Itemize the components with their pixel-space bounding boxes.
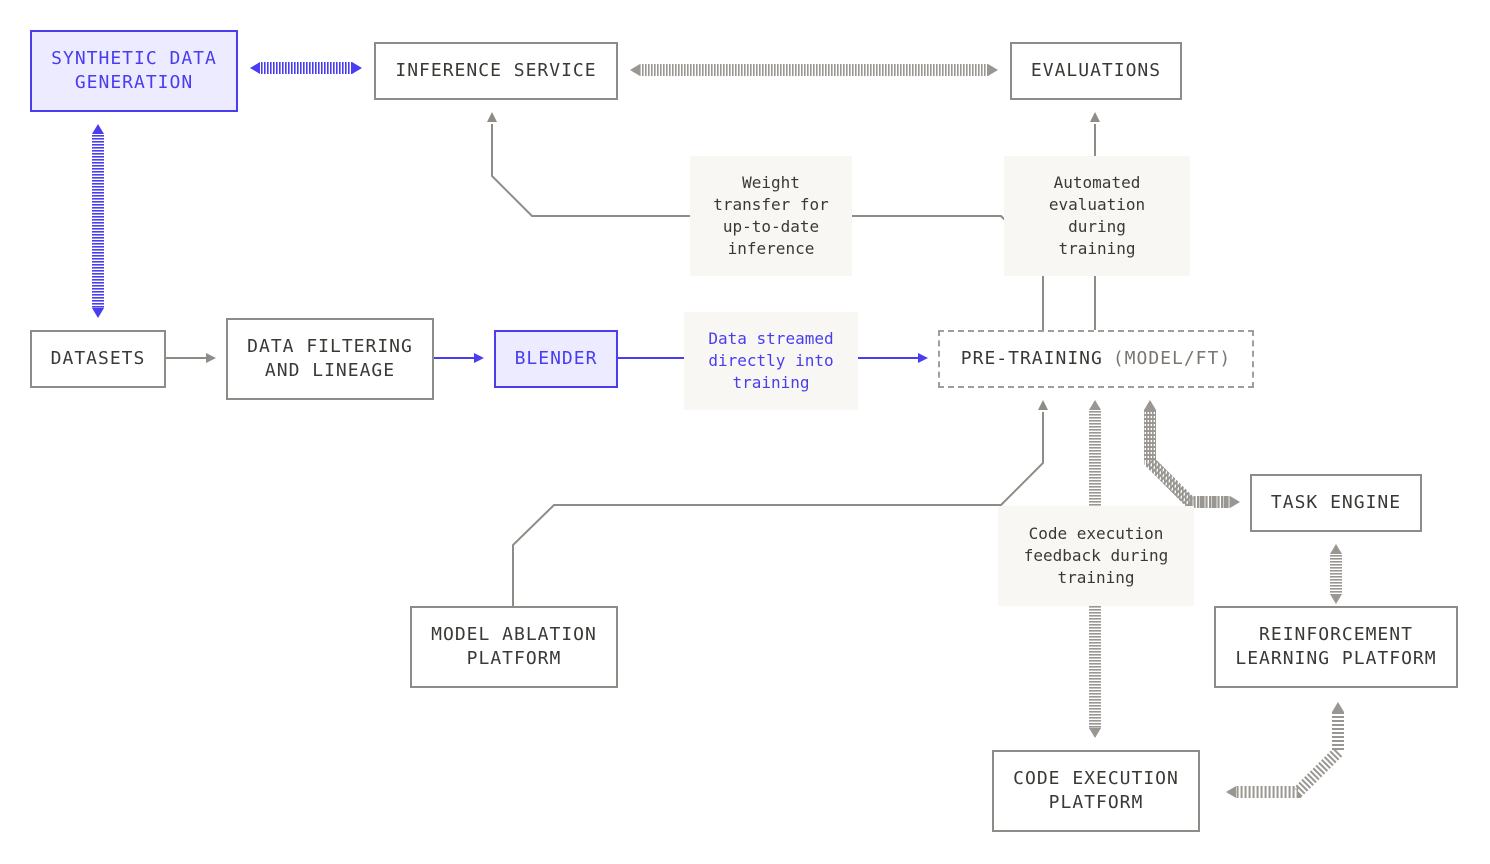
pre-training-node: PRE-TRAINING (MODEL/FT) [938,330,1254,388]
pretraining-task-arrow-up [1144,400,1156,410]
inference-evaluations-hatch [640,64,988,76]
automated-evaluation-arrowhead [1090,112,1100,122]
evaluations-node: EVALUATIONS [1010,42,1182,100]
synthetic-inference-hatch [260,62,352,74]
inference-evaluations-arrow-left [630,64,640,76]
blender-node: BLENDER [494,330,618,388]
rl-code-arrow-up [1332,702,1344,712]
weight-transfer-label: Weight transfer for up-to-date inference [690,156,852,276]
pretraining-task-arrow-right [1230,496,1240,508]
ablation-to-pretraining-line [512,412,1044,606]
model-ablation-node: MODEL ABLATION PLATFORM [410,606,618,688]
automated-evaluation-label: Automated evaluation during training [1004,156,1190,276]
inference-evaluations-arrow-right [988,64,998,76]
task-rl-arrow-up [1330,544,1342,554]
code-feedback-label: Code execution feedback during training [998,506,1194,606]
task-rl-hatch [1330,554,1342,594]
rl-code-arrow-left [1226,786,1236,798]
synthetic-datasets-hatch [92,134,104,308]
inference-service-node: INFERENCE SERVICE [374,42,618,100]
filtering-to-blender-arrowhead [474,353,484,363]
data-filtering-node: DATA FILTERING AND LINEAGE [226,318,434,400]
pretraining-task-hatch [1144,410,1230,508]
ablation-to-pretraining-arrowhead [1038,400,1048,410]
datasets-to-filtering-arrowhead [206,353,216,363]
synthetic-data-generation-node: SYNTHETIC DATA GENERATION [30,30,238,112]
synthetic-datasets-arrow-down [92,308,104,318]
code-execution-node: CODE EXECUTION PLATFORM [992,750,1200,832]
reinforcement-learning-node: REINFORCEMENT LEARNING PLATFORM [1214,606,1458,688]
synthetic-inference-arrow-left [250,62,260,74]
synthetic-datasets-arrow-up [92,124,104,134]
blender-to-pretraining-arrowhead [918,353,928,363]
rl-code-hatch [1236,712,1344,798]
pre-training-label: PRE-TRAINING [960,348,1103,369]
code-pretraining-arrow-down [1089,728,1101,738]
task-rl-arrow-down [1330,594,1342,604]
weight-transfer-arrowhead [487,112,497,122]
synthetic-inference-arrow-right [352,62,362,74]
datasets-node: DATASETS [30,330,166,388]
task-engine-node: TASK ENGINE [1250,474,1422,532]
pre-training-suffix: (MODEL/FT) [1112,348,1232,369]
code-pretraining-arrow-up [1089,400,1101,410]
data-streamed-label: Data streamed directly into training [684,312,858,410]
